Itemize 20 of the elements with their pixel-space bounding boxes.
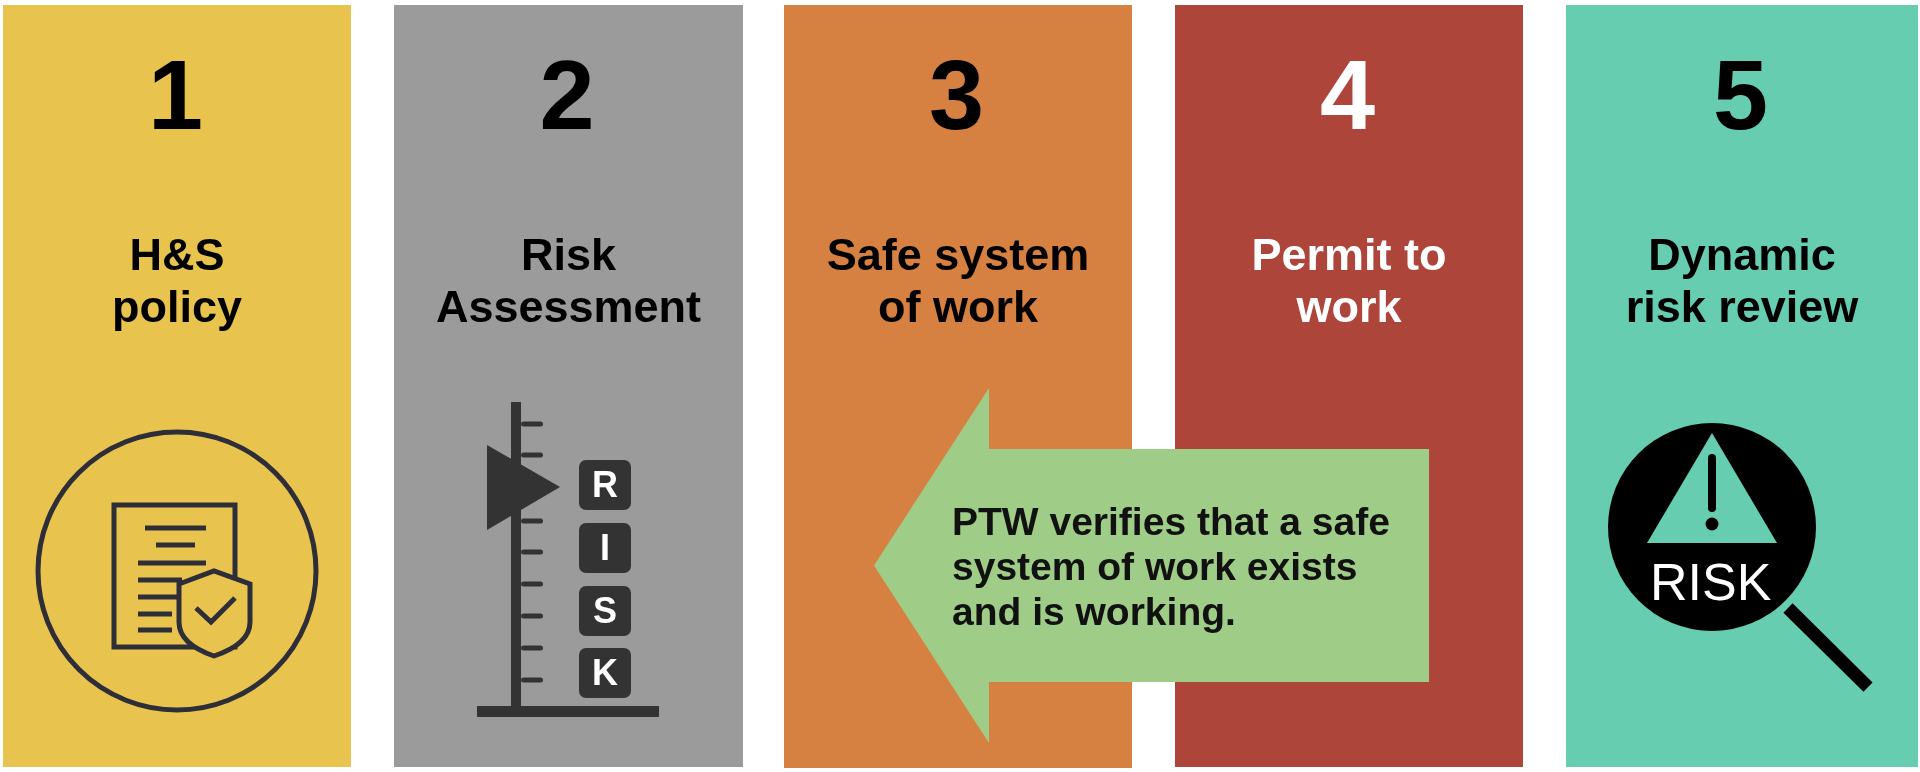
step-number: 1 <box>148 45 205 144</box>
letter-tile: K <box>579 648 631 698</box>
step-number: 4 <box>1320 45 1377 144</box>
step-panel <box>1566 5 1918 767</box>
step-number: 5 <box>1713 45 1770 144</box>
step-number: 3 <box>929 45 986 144</box>
letter-tile: I <box>579 523 631 573</box>
step-panel <box>3 5 351 767</box>
letter-tile: S <box>579 586 631 636</box>
edge-label: PTW verifies that a safe system of work exists and is working. <box>952 499 1391 634</box>
step-title: Safe system of work <box>825 229 1091 333</box>
step-panel <box>394 5 743 767</box>
step-title: Dynamic risk review <box>1624 229 1860 333</box>
magnifier-text: RISK <box>1650 556 1773 608</box>
step-title: Risk Assessment <box>434 229 703 333</box>
step-number: 2 <box>539 45 596 144</box>
step-title: Permit to work <box>1250 229 1448 333</box>
step-title: H&S policy <box>110 229 243 333</box>
letter-tile: R <box>579 460 631 510</box>
block-arrow <box>874 388 1429 743</box>
